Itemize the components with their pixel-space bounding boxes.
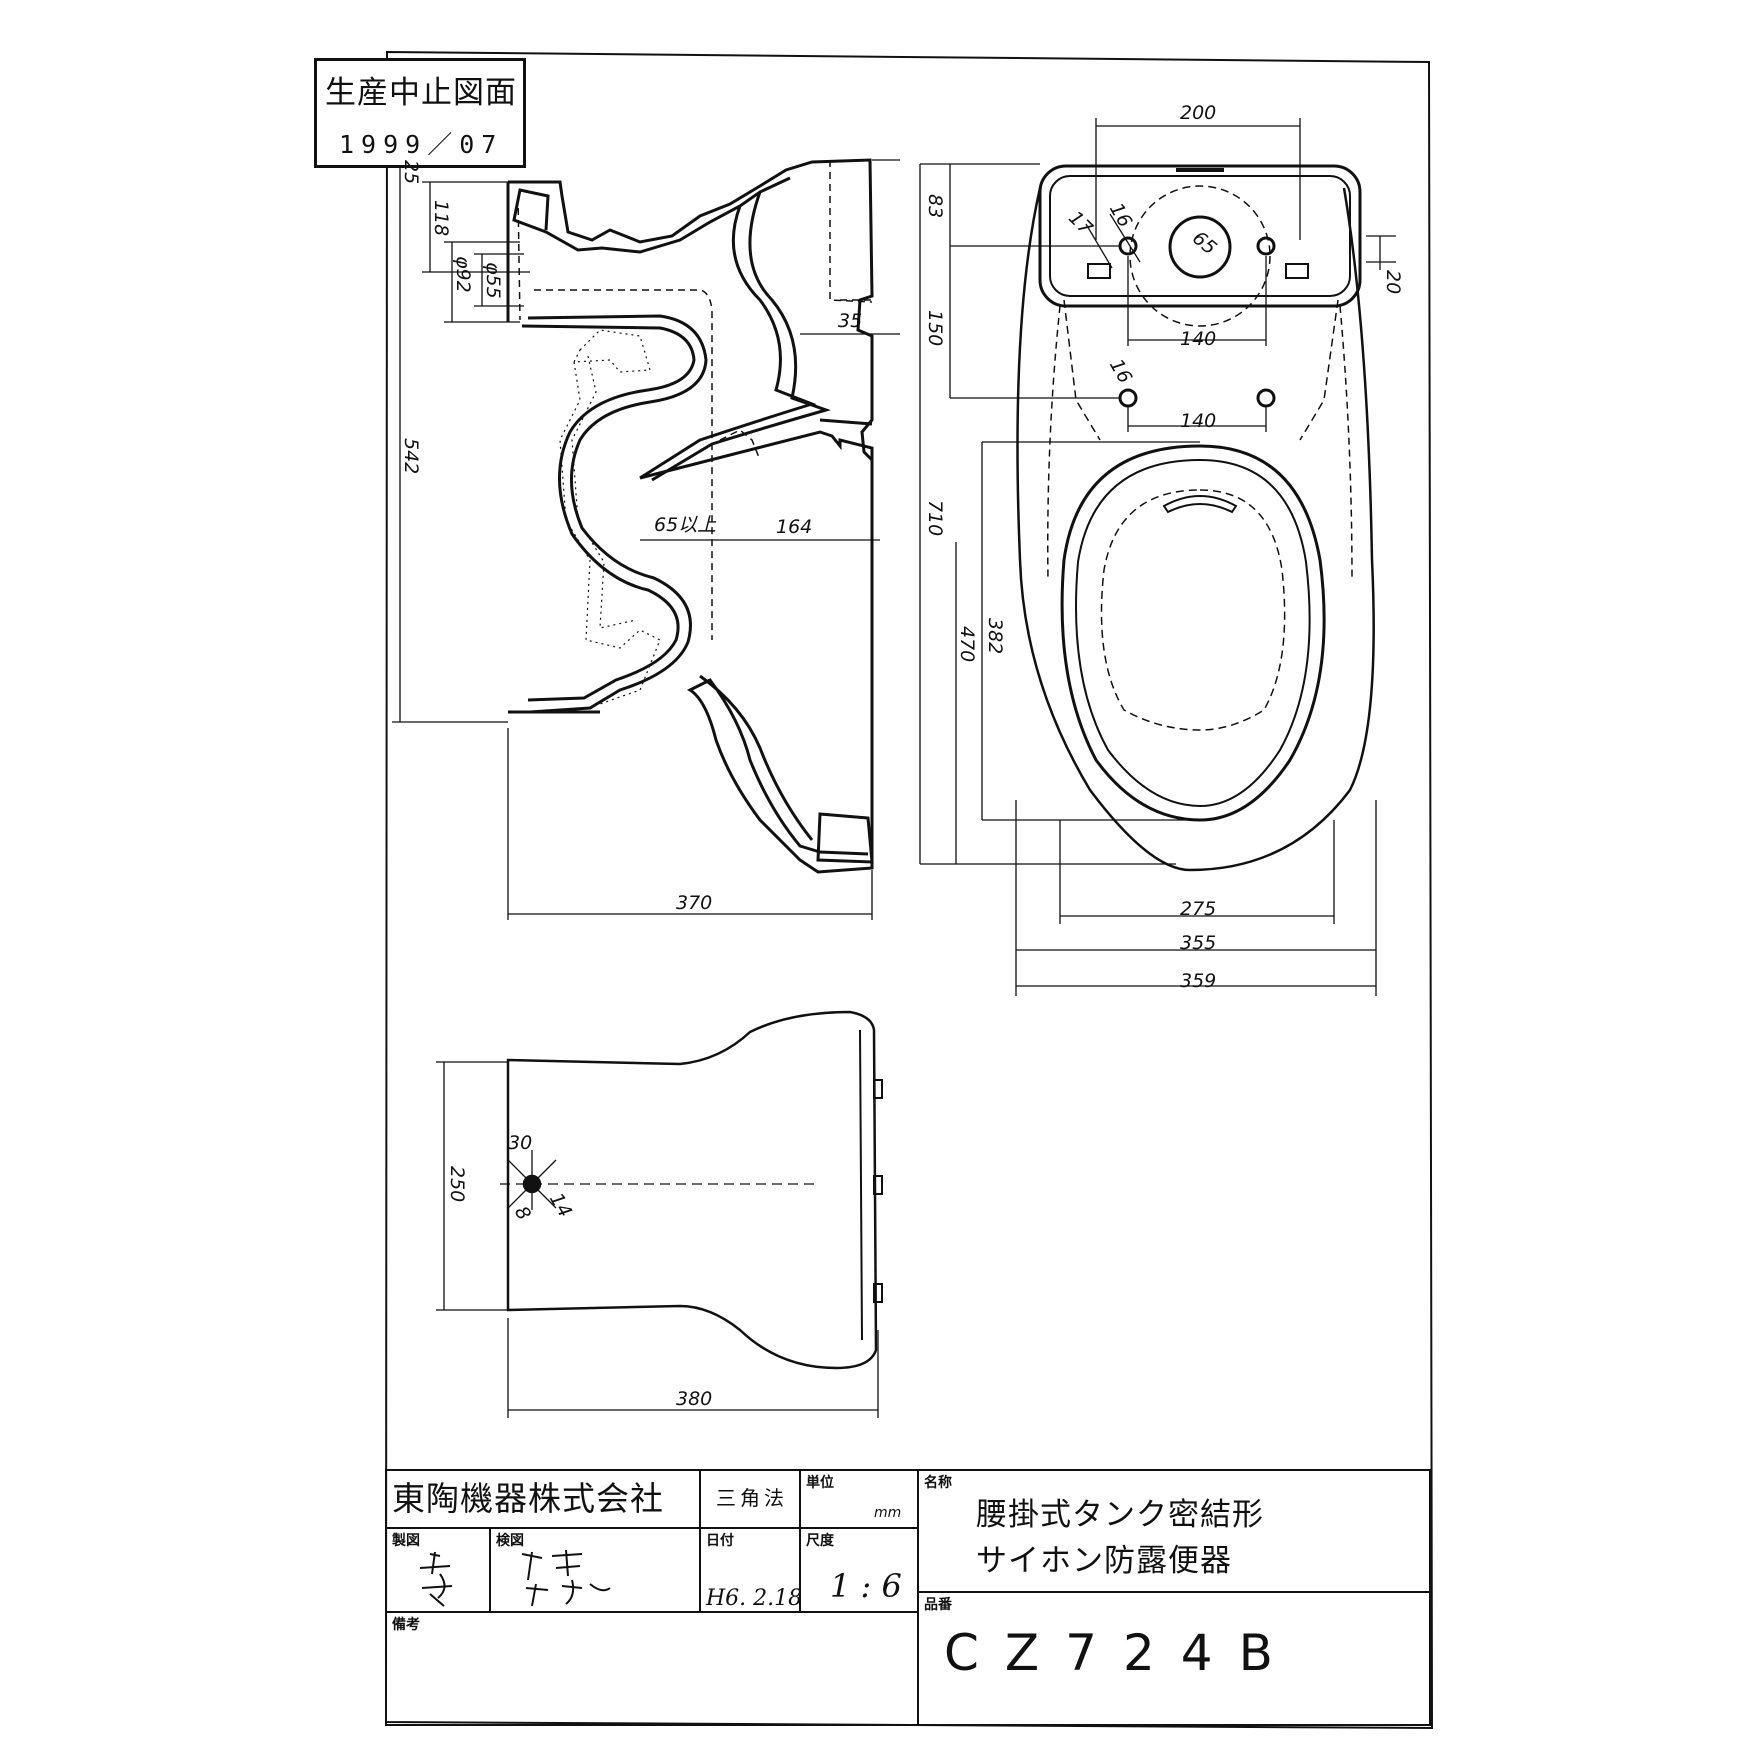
dim-164: 164	[776, 516, 813, 538]
remarks-label: 備考	[392, 1617, 420, 1633]
unit-label: 単位	[806, 1475, 834, 1491]
sheet-frame	[384, 50, 1434, 1730]
tank-bolt-right	[1256, 236, 1276, 256]
discontinued-stamp: 生産中止図面 1999／07	[314, 58, 526, 168]
bottom-body-outline	[506, 1010, 878, 1370]
checked-by-label: 検図	[496, 1533, 524, 1549]
dim-140-upper: 140	[1180, 328, 1217, 350]
date-label: 日付	[706, 1533, 734, 1549]
dim-55: φ55	[482, 262, 504, 299]
projection-method: 三角法	[716, 1486, 788, 1510]
trapway	[527, 314, 708, 714]
dim-380: 380	[676, 1388, 713, 1410]
unit-value: mm	[874, 1505, 902, 1521]
body-outline	[1016, 187, 1375, 872]
dim-470: 470	[956, 626, 978, 663]
floor-bolt-left	[1118, 388, 1138, 408]
dim-65-or-more: 65以上	[654, 514, 717, 536]
tank-outlet-circle	[1168, 215, 1232, 279]
bowl-opening	[1100, 489, 1286, 731]
side-section-view	[506, 158, 874, 874]
dim-382: 382	[984, 618, 1006, 655]
scale-value: 1 : 6	[830, 1567, 902, 1605]
dim-92: φ92	[452, 256, 474, 293]
title-block-lines	[385, 1469, 1431, 1726]
dim-83: 83	[924, 194, 946, 219]
rim-front	[816, 812, 874, 864]
part-number-label: 品番	[924, 1597, 952, 1613]
bowl-interior	[639, 205, 817, 480]
bowl-outer-body	[508, 158, 874, 462]
dim-200: 200	[1180, 102, 1217, 124]
product-name-line2: サイホン防露便器	[976, 1543, 1232, 1579]
name-label: 名称	[924, 1475, 952, 1491]
tank-outline	[1038, 164, 1362, 308]
dim-118: 118	[430, 200, 452, 237]
top-dimension-lines	[919, 118, 1396, 996]
drawn-by-label: 製図	[392, 1533, 420, 1549]
part-number: CZ724B	[944, 1624, 1299, 1682]
dim-710: 710	[924, 500, 946, 537]
dim-20: 20	[1382, 270, 1404, 295]
checker-signature	[521, 1549, 611, 1607]
bowl-lower-flange	[639, 430, 874, 874]
dim-30: 30	[508, 1132, 533, 1154]
top-view	[1016, 164, 1375, 872]
dim-542: 542	[400, 438, 422, 475]
drafter-signature	[419, 1551, 453, 1607]
bottom-dimension-lines	[436, 1061, 879, 1418]
date-value: H6. 2.18	[706, 1586, 803, 1611]
dim-355: 355	[1180, 932, 1217, 954]
dim-250: 250	[446, 1166, 468, 1203]
dim-140-lower: 140	[1180, 410, 1217, 432]
stamp-title: 生産中止図面	[325, 75, 517, 111]
stamp-date: 1999／07	[339, 130, 504, 159]
dim-275: 275	[1180, 898, 1217, 920]
dim-25: 25	[400, 160, 422, 185]
product-name-line1: 腰掛式タンク密結形	[976, 1497, 1264, 1533]
dim-35: 35	[838, 310, 863, 332]
trapway-texture	[559, 329, 661, 705]
dim-150: 150	[924, 310, 946, 347]
floor-bolt-right	[1256, 388, 1276, 408]
dim-370: 370	[676, 892, 713, 914]
company-name: 東陶機器株式会社	[392, 1479, 664, 1518]
dim-359: 359	[1180, 970, 1217, 992]
scale-label: 尺度	[806, 1533, 834, 1549]
seat-handle	[1162, 495, 1238, 514]
